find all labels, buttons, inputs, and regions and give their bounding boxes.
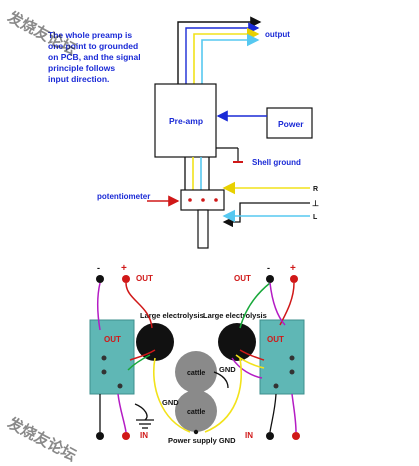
right-cap-label: Large electrolysis [203,311,267,320]
left-in-label: IN [140,431,148,440]
left-board-component-2 [101,369,107,375]
shell-ground-label: Shell ground [252,158,301,167]
ground-wire-left [134,403,148,421]
wire-left-cap-red [129,349,156,361]
top-signal-flow-diagram: The whole preamp is one point to grounde… [48,16,319,249]
wire-right-out-minus-2 [269,282,286,326]
wire-right-out-plus [279,282,295,326]
right-in-minus-terminal [266,432,274,440]
power-box [266,107,313,139]
input-label-r: R [313,186,318,193]
input-label-l: L [313,214,318,221]
right-out-minus: - [267,263,270,273]
right-out-plus-terminal [290,275,298,283]
wire-right-cap-red [239,349,265,361]
left-in-plus-terminal [122,432,130,440]
wire-right-cap-yellow [235,354,265,369]
wire-cattle-link [213,371,229,389]
left-out-plus-terminal [122,275,130,283]
output-wire-blue [185,22,260,84]
left-cap-label: Large electrolysis [140,311,204,320]
left-out-label: OUT [136,274,153,283]
left-amp-board [89,319,135,395]
pot-terminal-2 [201,198,205,202]
left-out-minus: - [97,263,100,273]
left-out-plus: + [121,263,127,274]
left-out-minus-terminal [96,275,104,283]
lower-cattle-capacitor [175,390,217,432]
right-board-component-2 [289,369,295,375]
wire-left-in-magenta [117,393,127,433]
input-label-gnd: ⊥ [312,199,319,208]
bottom-wiring-diagram: - + OUT OUT - + OUT OUT Large electrolys… [89,263,305,445]
power-supply-gnd-label: Power supply GND [168,436,236,445]
preamp-box [154,83,217,158]
wire-right-cap-magenta [231,357,263,379]
right-board-out-label: OUT [267,335,284,344]
left-board-component-1 [101,355,107,361]
left-large-capacitor [136,323,174,361]
left-board-component-3 [117,383,123,389]
upper-gnd-label: GND [219,365,236,374]
right-out-minus-terminal [266,275,274,283]
wire-yellow-left-loop [153,357,191,433]
upper-cattle-label: cattle [187,370,205,377]
note-line-4: principle follows [48,63,115,73]
wire-left-out-plus [125,282,153,329]
left-board-out-label: OUT [104,335,121,344]
wire-right-in-black [269,393,277,433]
pot-terminal-1 [188,198,192,202]
potentiometer-label: potentiometer [97,192,150,201]
input-wire-gnd [222,202,310,228]
right-in-plus-terminal [292,432,300,440]
note-line-3: on PCB, and the signal [48,52,141,62]
wire-left-out-minus [96,282,101,331]
right-out-label: OUT [234,274,251,283]
note-line-5: input direction. [48,74,109,84]
lower-cattle-label: cattle [187,409,205,416]
note-line-1: The whole preamp is [48,30,132,40]
note-line-2: one point to grounded [48,41,138,51]
wire-yellow-right-loop [204,357,242,433]
pot-terminal-3 [214,198,218,202]
right-in-label: IN [245,431,253,440]
output-wire-cyan [201,33,260,84]
preamp-label: Pre-amp [169,116,203,126]
preamp-note: The whole preamp is one point to grounde… [48,30,141,84]
chassis-ground-icon [136,419,154,429]
wire-left-cap-green [127,354,151,371]
output-wire-yellow [193,27,260,84]
output-wire-black [177,16,262,84]
output-label: output [265,30,290,39]
wire-right-in-magenta [291,393,297,433]
power-supply-gnd-terminal [193,429,199,435]
right-large-capacitor [218,323,256,361]
lower-gnd-label: GND [162,398,179,407]
right-amp-board [259,319,305,395]
power-label: Power [278,119,304,129]
right-board-component-1 [289,355,295,361]
potentiometer-shaft [197,209,209,249]
wiring-diagram: The whole preamp is one point to grounde… [48,16,319,445]
right-board-component-3 [273,383,279,389]
upper-cattle-capacitor [175,351,217,393]
wire-right-out-minus [239,282,271,329]
left-in-minus-terminal [96,432,104,440]
right-out-plus: + [290,263,296,274]
